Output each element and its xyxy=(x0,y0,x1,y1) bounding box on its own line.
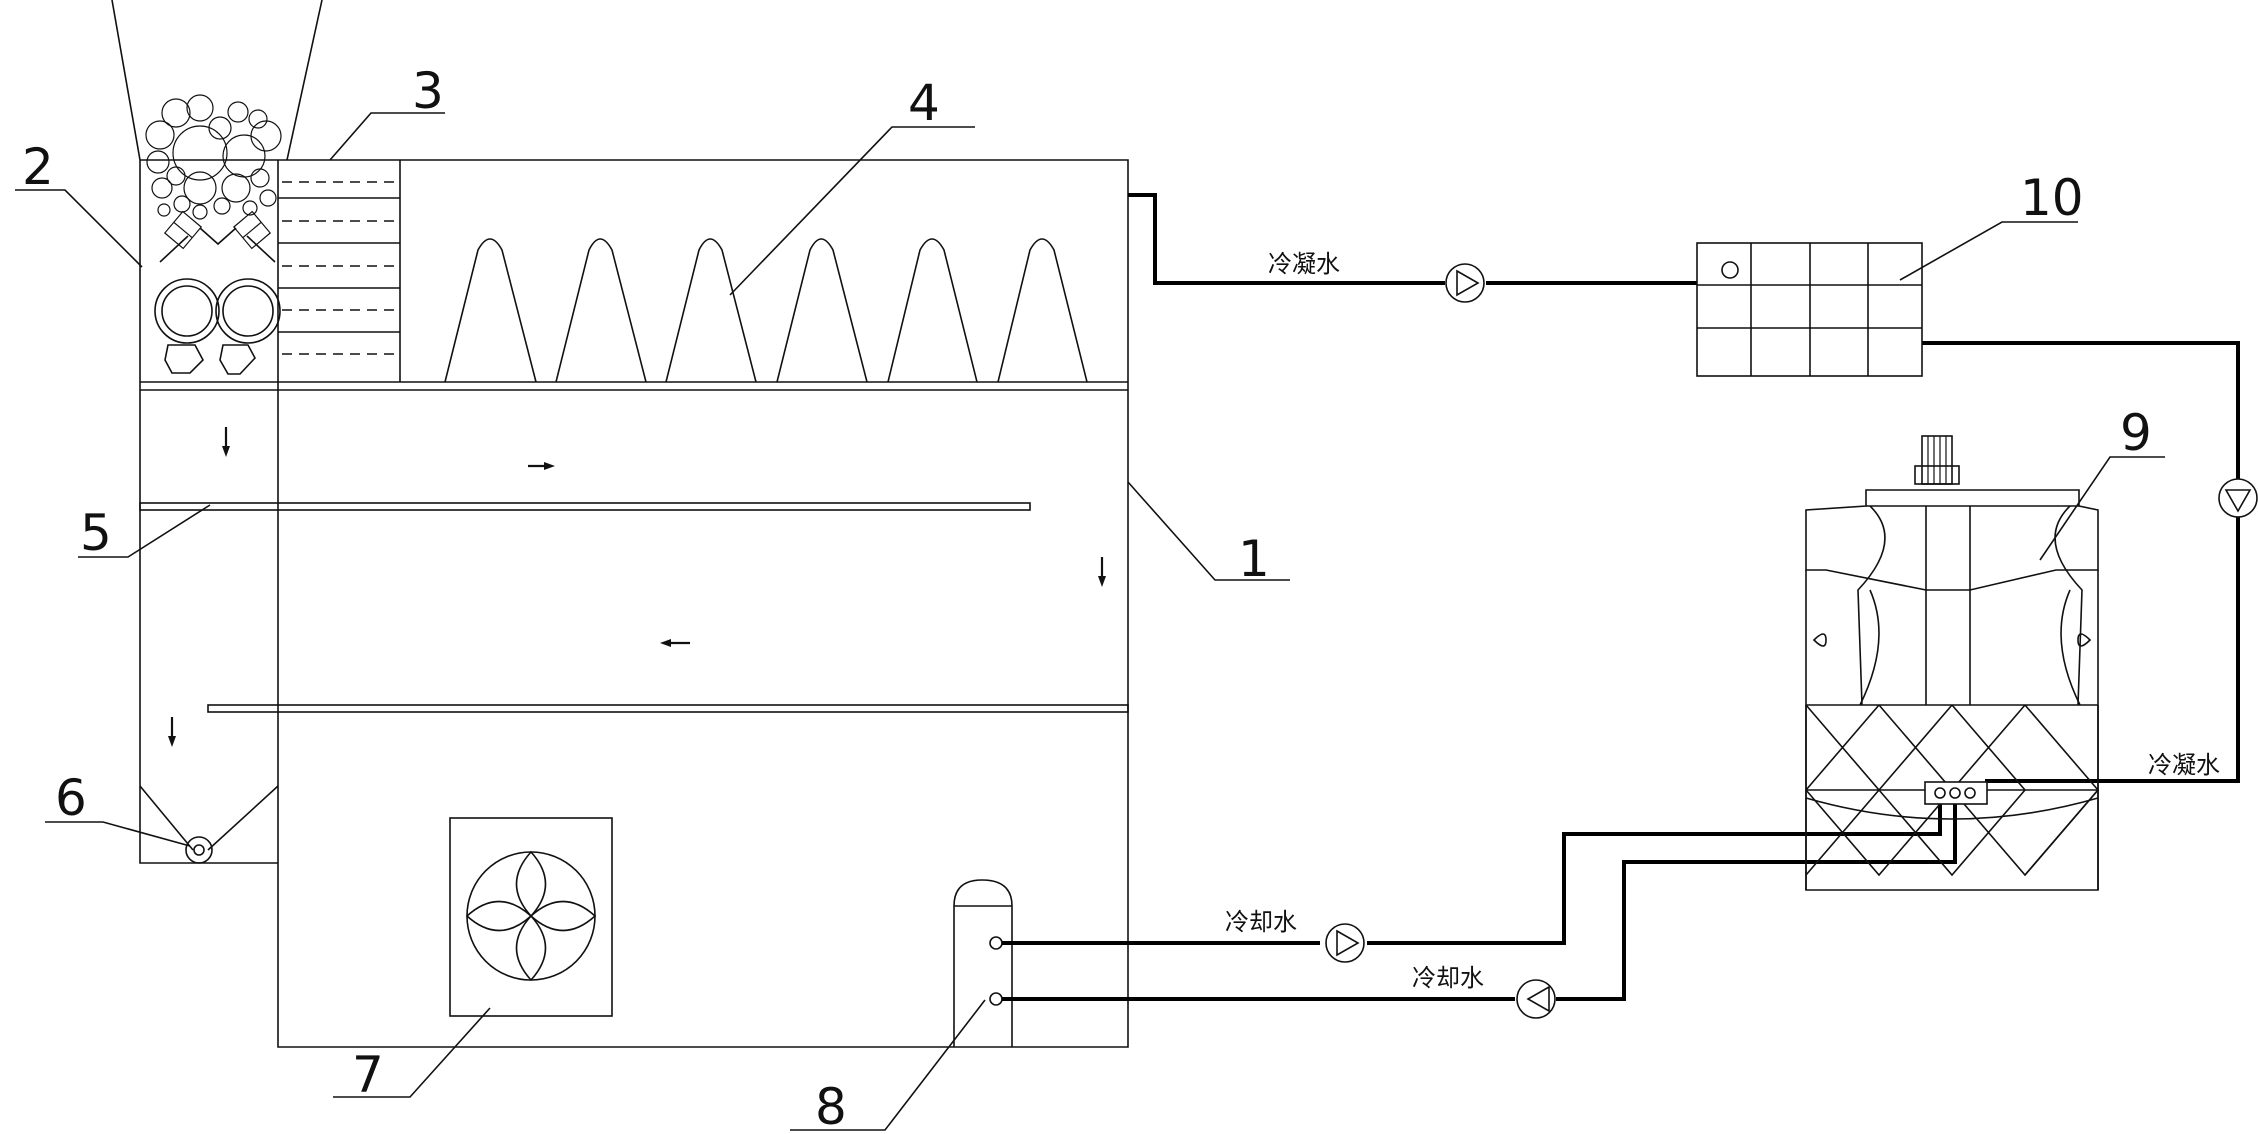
label-5: 5 xyxy=(80,504,112,562)
pipe-label-cooling-upper: 冷却水 xyxy=(1225,908,1297,936)
cooling-tower xyxy=(1805,435,2100,891)
condensate-tank xyxy=(1696,242,1923,377)
label-9: 9 xyxy=(2120,404,2152,462)
pump-right xyxy=(2218,478,2258,518)
label-1: 1 xyxy=(1238,530,1270,588)
crusher-rollers xyxy=(154,210,281,375)
label-10: 10 xyxy=(2020,169,2084,227)
pump-cooling-upper xyxy=(1325,923,1365,963)
part-labels: 1 2 3 4 5 6 7 8 9 10 xyxy=(22,62,2152,1134)
cone-filters xyxy=(444,238,1088,383)
label-3: 3 xyxy=(412,62,444,120)
pipe-label-cooling-lower: 冷却水 xyxy=(1412,964,1484,992)
pipe-labels: 冷凝水 冷凝水 冷却水 冷却水 xyxy=(1225,250,2220,992)
flow-arrows xyxy=(168,427,1106,747)
main-housing xyxy=(139,159,1129,1048)
label-8: 8 xyxy=(815,1078,847,1134)
pump-top xyxy=(1445,263,1485,303)
fan-unit xyxy=(449,817,613,1017)
pipe-label-condensate-top: 冷凝水 xyxy=(1268,250,1340,278)
feed-hopper xyxy=(111,0,323,220)
pump-cooling-lower xyxy=(1516,979,1556,1019)
label-6: 6 xyxy=(55,769,87,827)
label-2: 2 xyxy=(22,138,54,196)
label-4: 4 xyxy=(908,74,940,132)
discharge-conveyor xyxy=(139,785,279,864)
leader-lines xyxy=(15,112,2165,1131)
baffle-plates xyxy=(139,502,1129,713)
pipework xyxy=(1002,193,2240,1001)
heat-exchanger xyxy=(953,879,1013,1047)
pipe-label-condensate-right: 冷凝水 xyxy=(2148,751,2220,779)
label-7: 7 xyxy=(352,1046,384,1104)
screen-grid xyxy=(278,181,400,355)
